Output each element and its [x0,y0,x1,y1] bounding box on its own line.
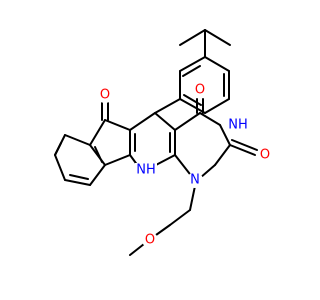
bond [64,179,91,186]
bond [229,144,256,156]
bond [179,98,206,114]
bond [154,112,176,131]
c2-oxygen-label: O [260,148,270,163]
bond [183,94,202,106]
ketone-oxygen: O [97,87,113,103]
bond [89,164,106,186]
molecule-structure: O O NH O NH N O [54,29,273,256]
bond [189,185,196,211]
bond [54,142,62,156]
imide-nh-label: NH [228,118,248,133]
ketone-oxygen-label: O [100,88,110,103]
bond [219,124,231,146]
bond [154,98,181,114]
bond [89,119,106,146]
bond [104,119,131,131]
bond [104,154,131,166]
bond [179,56,206,72]
bond [174,112,201,131]
bonds [54,29,258,256]
bond [153,154,176,167]
bond [94,146,103,163]
bond [129,112,156,131]
imide-nh: NH [227,118,249,133]
bond [182,65,201,77]
bond [169,209,191,226]
bond [204,29,231,46]
n1-nitrogen: N [187,172,203,188]
bond [69,174,89,180]
bond [64,134,91,146]
bond [204,98,230,114]
ether-oxygen: O [142,232,158,248]
bond [179,29,206,46]
bond [204,56,230,72]
ring-nh: NH [135,163,157,178]
atom-labels: O O NH O NH N O [97,82,273,248]
bond [54,154,66,181]
bond [214,144,231,166]
bond [199,112,221,126]
bond [199,164,216,179]
c4-oxygen: O [192,82,208,98]
bond [231,139,258,151]
c4-oxygen-label: O [195,83,205,98]
ether-oxygen-label: O [145,233,155,248]
c2-oxygen: O [257,147,273,163]
ring-nh-label: NH [136,163,156,178]
bond [129,243,145,256]
n1-nitrogen-label: N [190,173,200,188]
bond [155,224,171,236]
